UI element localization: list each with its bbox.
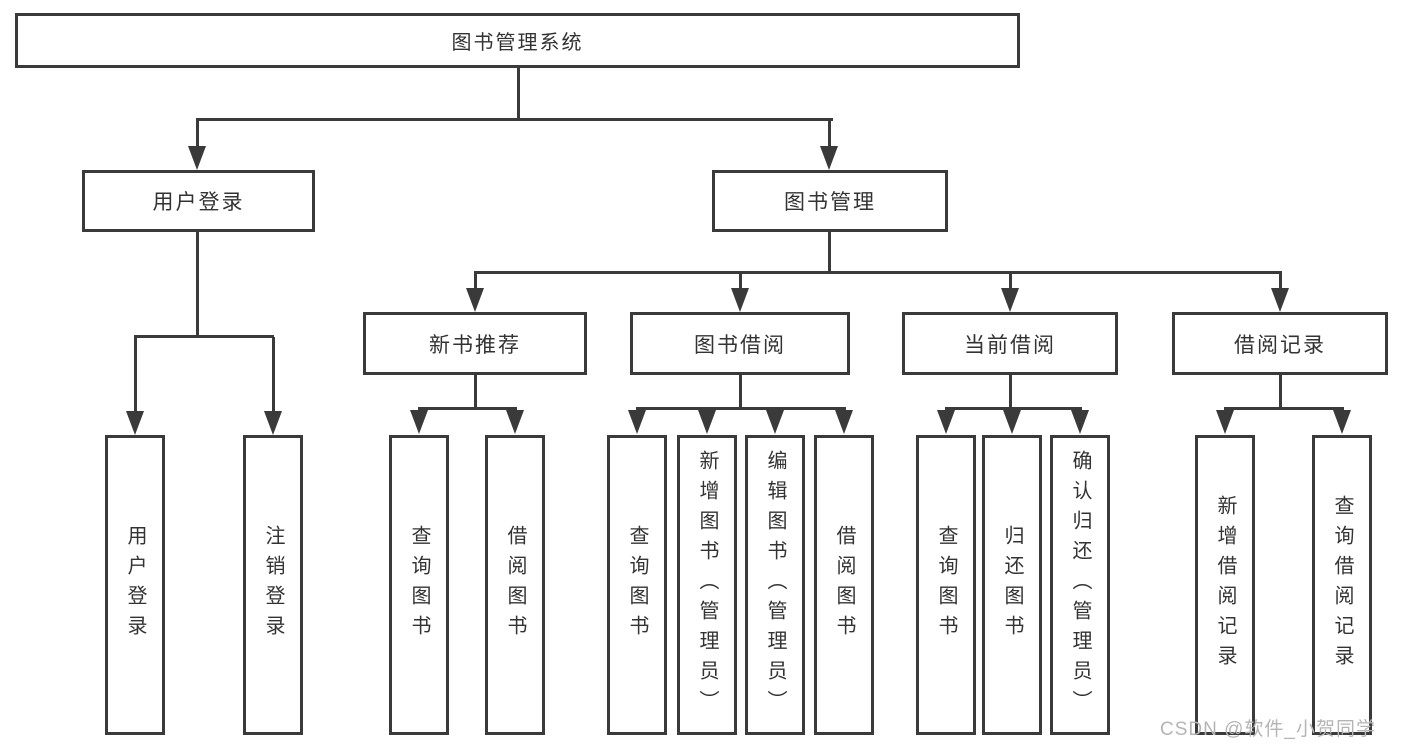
leaf-confirm-return-admin: 确认归还（管理员） [1050,435,1110,735]
arrow-head [1071,410,1089,434]
leaf-add-borrow-record: 新增借阅记录 [1195,435,1255,735]
leaf-return-books: 归还图书 [982,435,1042,735]
node-book-management: 图书管理 [712,170,948,232]
connector-line [517,68,520,121]
connector-line [739,273,742,291]
arrow-head [188,146,206,170]
connector-line [272,337,275,413]
arrow-head [1001,288,1019,312]
leaf-query-books-current: 查询图书 [916,435,976,735]
connector-line [474,375,477,410]
connector-line [636,407,846,410]
leaf-logout: 注销登录 [243,435,303,735]
arrow-head [1271,288,1289,312]
node-library-system: 图书管理系统 [15,13,1020,68]
arrow-head [766,410,784,434]
leaf-borrow-books: 借阅图书 [814,435,874,735]
connector-line [1279,273,1282,291]
connector-line [1009,273,1012,291]
connector-line [196,232,199,338]
connector-line [945,407,1082,410]
arrow-head [820,146,838,170]
node-user-login: 用户登录 [82,170,315,232]
connector-line [739,375,742,410]
arrow-head [506,410,524,434]
arrow-head [835,410,853,434]
arrow-head [1003,410,1021,434]
connector-line [1279,375,1282,410]
connector-line [1009,375,1012,410]
leaf-query-borrow-record: 查询借阅记录 [1312,435,1372,735]
arrow-head [731,288,749,312]
arrow-head [410,410,428,434]
node-current-borrow: 当前借阅 [902,312,1118,375]
connector-line [134,335,274,338]
connector-line [474,273,477,291]
arrow-head [1216,410,1234,434]
arrow-head [698,410,716,434]
connector-line [828,232,831,274]
arrow-head [264,411,282,435]
connector-line [828,120,831,150]
leaf-edit-books-admin: 编辑图书（管理员） [745,435,805,735]
watermark: CSDN @软件_小贺同学 [1160,719,1376,740]
node-book-borrow: 图书借阅 [630,312,850,375]
connector-line [418,407,517,410]
connector-line [1224,407,1344,410]
leaf-query-books-borrow: 查询图书 [607,435,667,735]
leaf-add-books-admin: 新增图书（管理员） [677,435,737,735]
connector-line [196,118,833,121]
arrow-head [628,410,646,434]
arrow-head [126,411,144,435]
arrow-head [1333,410,1351,434]
node-new-book-recommend: 新书推荐 [363,312,587,375]
leaf-query-books-recommend: 查询图书 [389,435,449,735]
leaf-borrow-books-recommend: 借阅图书 [485,435,545,735]
connector-line [134,337,137,413]
arrow-head [466,288,484,312]
connector-line [474,271,1282,274]
arrow-head [937,410,955,434]
node-borrow-records: 借阅记录 [1172,312,1388,375]
connector-line [196,120,199,150]
leaf-user-login: 用户登录 [105,435,165,735]
